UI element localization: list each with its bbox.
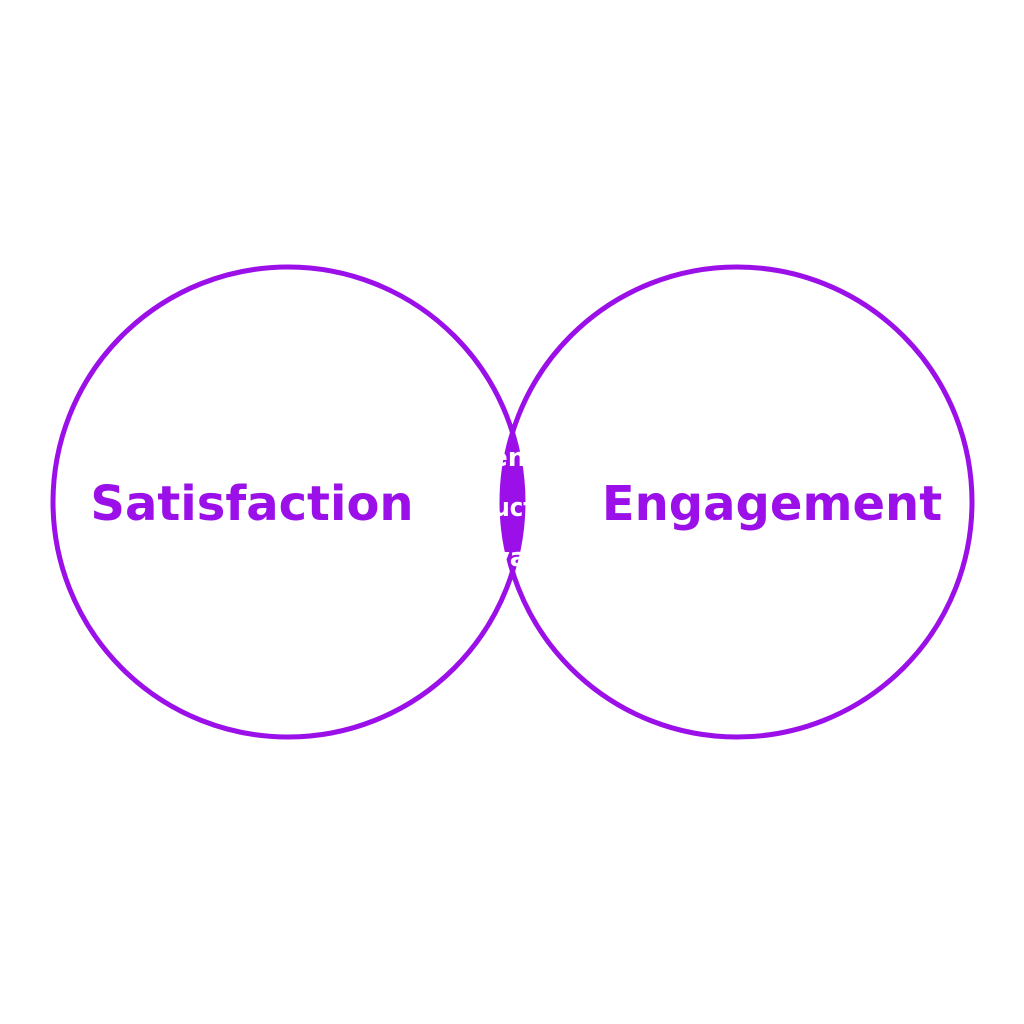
engagement-circle: [499, 264, 975, 740]
overlap-item-retention: Retention: [440, 443, 584, 473]
overlap-item-productivity: Productivity: [434, 493, 590, 523]
satisfaction-label: Satisfaction: [90, 476, 413, 532]
overlap-item-loyalty: Loyalty: [458, 543, 565, 573]
engagement-label: Engagement: [602, 476, 942, 532]
satisfaction-circle: [50, 264, 526, 740]
